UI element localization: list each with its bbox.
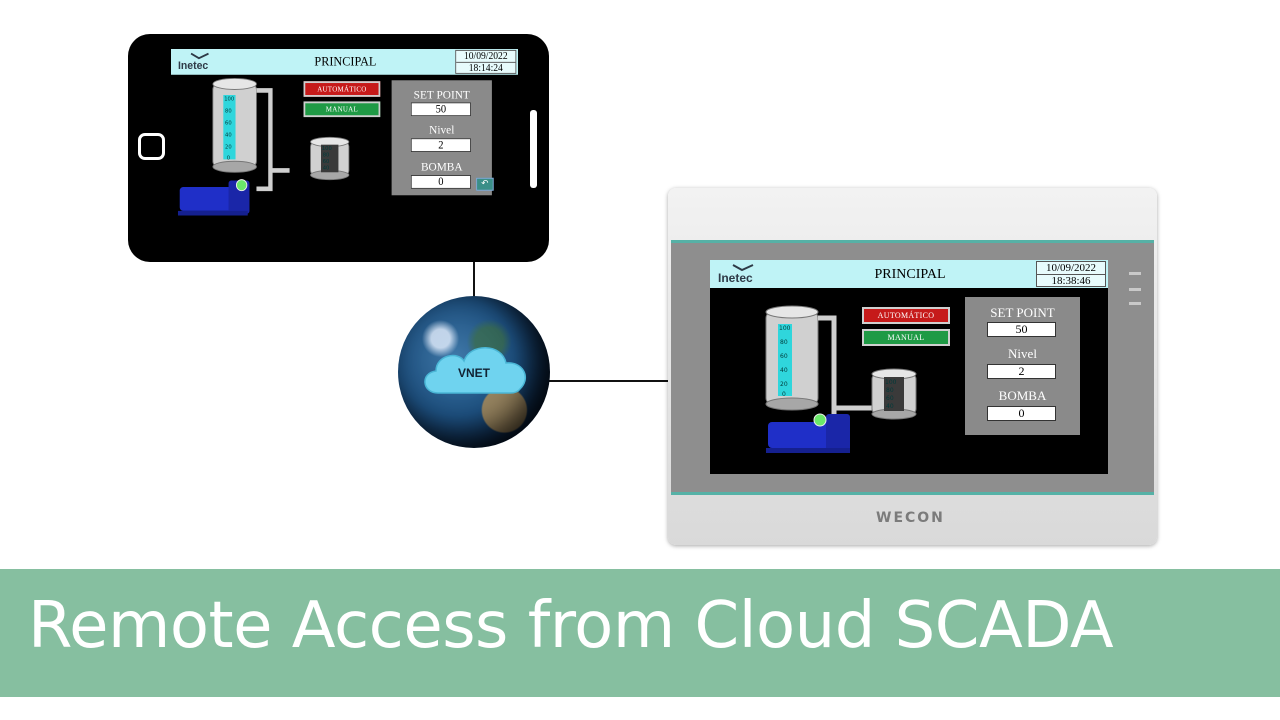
hmi-screen-phone: Inetec PRINCIPAL 10/09/2022 18:14:24 100… bbox=[171, 49, 518, 246]
setpoint-label: SET POINT bbox=[990, 305, 1055, 320]
hmi-page-title: PRINCIPAL bbox=[874, 267, 946, 282]
hmi-time: 18:38:46 bbox=[1051, 275, 1091, 287]
setpoint-panel: SET POINT 50 Nivel 2 BOMBA 0 bbox=[965, 297, 1080, 435]
setpoint-panel: SET POINT 50 Nivel 2 BOMBA 0 bbox=[391, 80, 492, 196]
svg-text:20: 20 bbox=[225, 144, 232, 150]
wecon-hmi-panel: Inetec PRINCIPAL 10/09/2022 18:38:46 100… bbox=[668, 188, 1157, 545]
svg-text:40: 40 bbox=[323, 165, 330, 171]
svg-text:100: 100 bbox=[779, 325, 791, 332]
large-tank-level-bar bbox=[223, 95, 236, 160]
banner-title: Remote Access from Cloud SCADA bbox=[28, 589, 1114, 663]
svg-text:60: 60 bbox=[323, 159, 330, 165]
hmi-page-title: PRINCIPAL bbox=[314, 55, 377, 70]
pipe-icon bbox=[256, 88, 273, 192]
hmi-logo: Inetec bbox=[718, 271, 753, 285]
bomba-value: 0 bbox=[987, 406, 1056, 421]
smartphone-device: Inetec PRINCIPAL 10/09/2022 18:14:24 100… bbox=[128, 34, 549, 262]
process-diagram: 100 80 60 40 20 0 100 80 60 40 bbox=[177, 77, 350, 216]
title-banner: Remote Access from Cloud SCADA bbox=[0, 569, 1280, 697]
phone-home-button[interactable] bbox=[138, 133, 165, 160]
svg-text:100: 100 bbox=[322, 146, 333, 152]
automatic-mode-button[interactable]: AUTOMÁTICO bbox=[303, 81, 381, 97]
hmi-time: 18:14:24 bbox=[468, 62, 503, 74]
bomba-label: BOMBA bbox=[420, 159, 463, 174]
pipe-icon bbox=[818, 315, 837, 433]
svg-text:20: 20 bbox=[780, 381, 788, 388]
svg-text:80: 80 bbox=[225, 108, 232, 114]
pump-icon bbox=[179, 187, 233, 211]
setpoint-label: SET POINT bbox=[413, 87, 470, 102]
svg-text:60: 60 bbox=[225, 120, 232, 126]
inetec-logo-icon bbox=[190, 52, 209, 60]
pump-status-icon bbox=[813, 413, 827, 427]
inetec-logo-icon bbox=[732, 264, 754, 272]
connection-line-panel bbox=[530, 380, 670, 382]
power-led-icon bbox=[1129, 272, 1141, 275]
hmi-datetime: 10/09/2022 18:14:24 bbox=[455, 49, 517, 74]
process-diagram: 100 80 60 40 20 0 100 80 60 40 bbox=[765, 305, 917, 453]
svg-text:40: 40 bbox=[780, 367, 788, 374]
hmi-datetime: 10/09/2022 18:38:46 bbox=[1036, 261, 1106, 287]
nivel-value: 2 bbox=[987, 364, 1056, 379]
hmi-header: Inetec PRINCIPAL 10/09/2022 18:14:24 bbox=[171, 49, 518, 75]
com-led-icon bbox=[1129, 288, 1141, 291]
large-tank-level-bar bbox=[778, 324, 792, 396]
pump-icon bbox=[768, 422, 830, 448]
svg-text:0: 0 bbox=[782, 391, 786, 398]
svg-text:80: 80 bbox=[780, 339, 788, 346]
panel-screen: Inetec PRINCIPAL 10/09/2022 18:38:46 100… bbox=[710, 260, 1108, 474]
nivel-value: 2 bbox=[410, 138, 471, 153]
hmi-header: Inetec PRINCIPAL 10/09/2022 18:38:46 bbox=[710, 260, 1108, 288]
cloud-icon bbox=[424, 347, 526, 394]
svg-text:40: 40 bbox=[886, 403, 894, 410]
pump-status-icon bbox=[235, 179, 248, 192]
automatic-mode-button[interactable]: AUTOMÁTICO bbox=[862, 307, 950, 324]
hmi-date: 10/09/2022 bbox=[456, 51, 516, 63]
setpoint-input[interactable]: 50 bbox=[987, 322, 1056, 337]
manual-mode-button[interactable]: MANUAL bbox=[303, 101, 381, 118]
cloud-label: VNET bbox=[457, 366, 490, 380]
run-led-icon bbox=[1129, 302, 1141, 305]
hmi-screen-panel: Inetec PRINCIPAL 10/09/2022 18:38:46 100… bbox=[710, 260, 1108, 474]
setpoint-input[interactable]: 50 bbox=[410, 102, 471, 117]
bomba-label: BOMBA bbox=[998, 388, 1047, 403]
svg-text:100: 100 bbox=[224, 96, 235, 102]
return-icon[interactable]: ↶ bbox=[476, 177, 494, 191]
phone-side-button[interactable] bbox=[530, 110, 537, 188]
manual-mode-button[interactable]: MANUAL bbox=[862, 329, 950, 346]
nivel-label: Nivel bbox=[429, 122, 455, 137]
phone-screen: Inetec PRINCIPAL 10/09/2022 18:14:24 100… bbox=[171, 49, 518, 246]
svg-text:60: 60 bbox=[886, 395, 894, 402]
nivel-label: Nivel bbox=[1008, 346, 1037, 361]
svg-text:60: 60 bbox=[780, 353, 788, 360]
hmi-logo: Inetec bbox=[177, 59, 209, 72]
svg-text:0: 0 bbox=[227, 155, 231, 161]
svg-text:80: 80 bbox=[886, 387, 894, 394]
svg-text:80: 80 bbox=[323, 153, 330, 159]
hmi-date: 10/09/2022 bbox=[1037, 262, 1105, 275]
svg-text:40: 40 bbox=[225, 132, 232, 138]
svg-text:100: 100 bbox=[885, 379, 897, 386]
wecon-logo: WECON bbox=[876, 510, 945, 526]
bomba-value: 0 bbox=[410, 175, 471, 189]
